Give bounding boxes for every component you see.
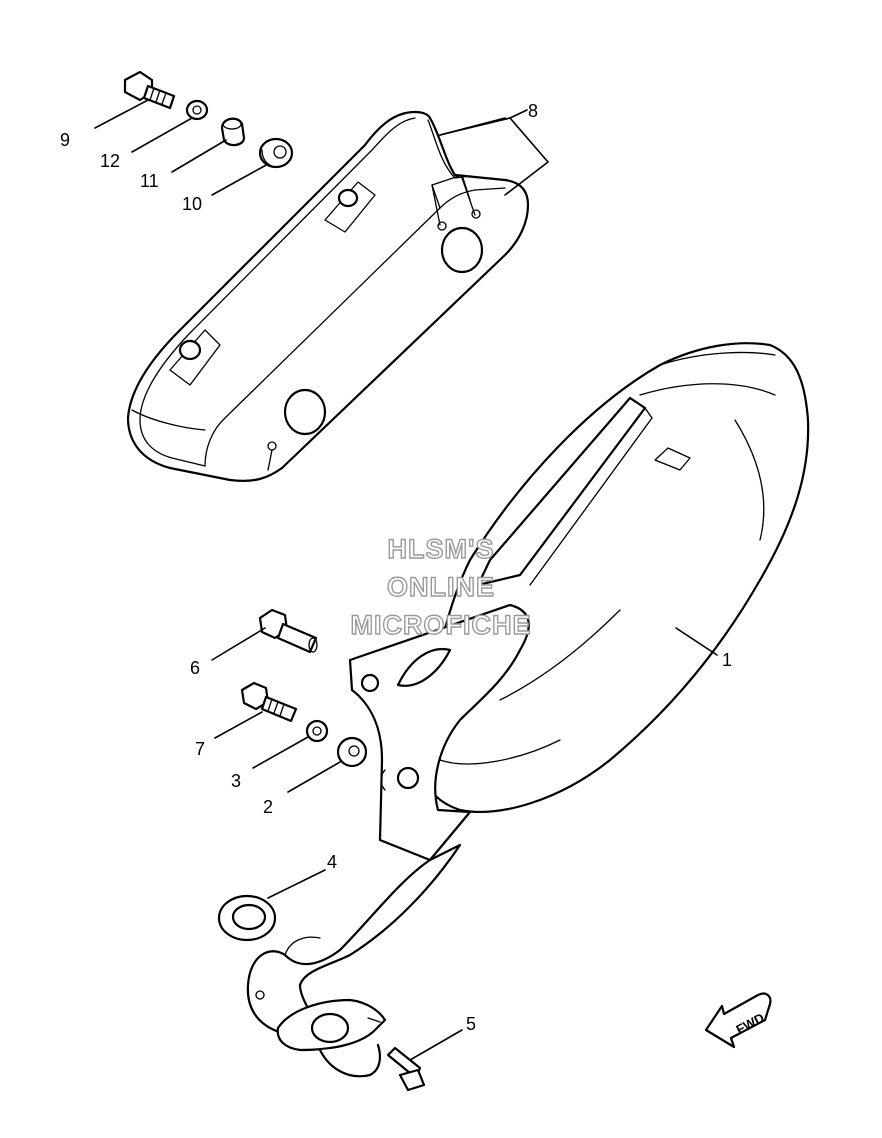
part-6-bolt xyxy=(258,608,318,654)
callout-4: 4 xyxy=(327,852,337,872)
part-10-grommet xyxy=(258,137,294,169)
callout-11: 11 xyxy=(140,171,159,191)
watermark-line-3: MICROFICHE xyxy=(351,610,532,640)
callout-9: 9 xyxy=(60,130,70,150)
part-9-bolt xyxy=(123,70,176,110)
callout-2: 2 xyxy=(263,797,273,817)
watermark-line-2: ONLINE xyxy=(387,572,495,602)
fwd-arrow-icon: FWD xyxy=(704,992,772,1049)
callout-8: 8 xyxy=(528,101,538,121)
leader-lines xyxy=(94,99,718,1061)
part-11-collar xyxy=(220,117,246,147)
callout-labels: 9 12 11 10 8 1 6 7 3 2 4 5 xyxy=(60,101,732,1034)
callout-5: 5 xyxy=(466,1014,476,1034)
part-3-washer xyxy=(305,719,329,743)
part-2-damper xyxy=(336,736,368,768)
callout-7: 7 xyxy=(195,739,205,759)
part-8-protector xyxy=(126,110,530,482)
callout-1: 1 xyxy=(722,650,732,670)
part-5-bolt xyxy=(386,1046,426,1092)
watermark-line-1: HLSM'S xyxy=(388,534,495,564)
callout-3: 3 xyxy=(231,771,241,791)
part-12-washer xyxy=(185,99,209,121)
part-4-gasket xyxy=(217,894,277,942)
callout-12: 12 xyxy=(100,151,120,171)
callout-10: 10 xyxy=(182,194,202,214)
part-7-bolt xyxy=(240,681,298,723)
exhaust-pipe xyxy=(246,843,462,1078)
part-1-muffler xyxy=(348,342,810,862)
watermark: HLSM'S ONLINE MICROFICHE xyxy=(350,533,532,640)
callout-6: 6 xyxy=(190,658,200,678)
